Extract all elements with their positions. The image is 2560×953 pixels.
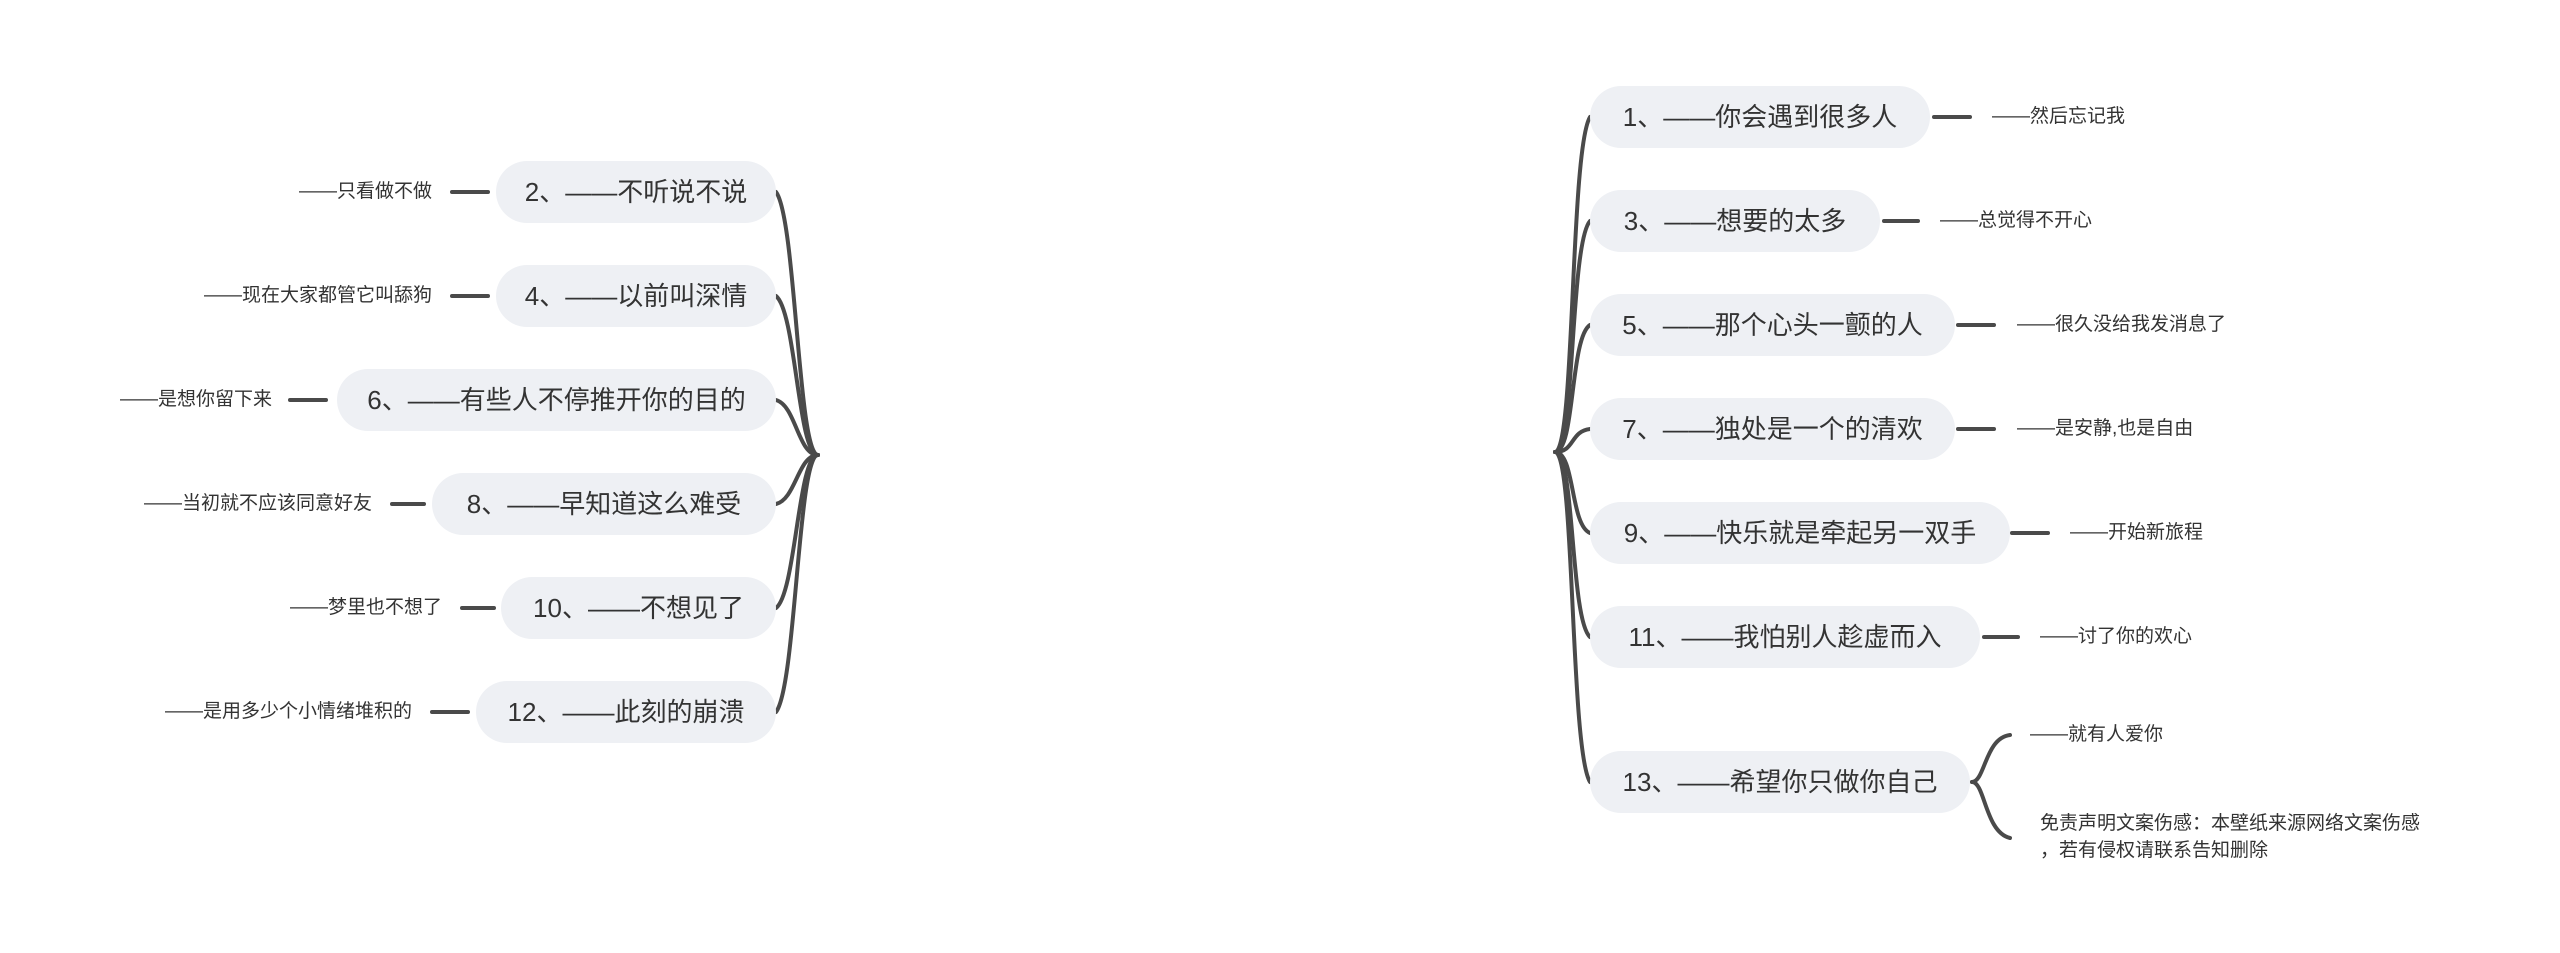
left-connector-6 <box>774 453 820 714</box>
last-branch-fork-top <box>1970 733 2012 784</box>
right-leaf-1: ——然后忘记我 <box>1992 106 2126 127</box>
right-branch-node-1[interactable]: 1、——你会遇到很多人 <box>1590 86 1930 148</box>
right-leaf-7a: ——就有人爱你 <box>2030 724 2164 745</box>
right-branch-node-3[interactable]: 5、——那个心头一颤的人 <box>1590 294 1955 356</box>
left-leaf-2: ——现在大家都管它叫舔狗 <box>203 285 432 306</box>
right-branch-node-2[interactable]: 3、——想要的太多 <box>1590 190 1880 252</box>
left-leaf-5: ——梦里也不想了 <box>289 597 442 618</box>
last-branch-fork-bottom <box>1970 780 2012 840</box>
right-branch-node-7[interactable]: 13、——希望你只做你自己 <box>1590 751 1970 813</box>
central-cloud-shape <box>820 240 1565 665</box>
left-connector-1 <box>774 190 820 457</box>
left-branch-node-3[interactable]: 6、——有些人不停推开你的目的 <box>337 369 776 431</box>
left-branch-node-5[interactable]: 10、——不想见了 <box>501 577 776 639</box>
right-leaf-5: ——开始新旅程 <box>2070 522 2204 543</box>
right-branch-node-6[interactable]: 11、——我怕别人趁虚而入 <box>1590 606 1980 668</box>
left-branch-node-2[interactable]: 4、——以前叫深情 <box>496 265 776 327</box>
right-connector-7 <box>1553 450 1592 784</box>
right-leaf-3: ——很久没给我发消息了 <box>2017 314 2227 335</box>
left-connector-3 <box>774 398 820 457</box>
left-leaf-3: ——是想你留下来 <box>119 389 272 410</box>
right-branch-node-5[interactable]: 9、——快乐就是牵起另一双手 <box>1590 502 2010 564</box>
left-branch-node-4[interactable]: 8、——早知道这么难受 <box>432 473 776 535</box>
left-branch-node-6[interactable]: 12、——此刻的崩溃 <box>476 681 776 743</box>
right-connector-3 <box>1553 323 1592 454</box>
right-branch-node-4[interactable]: 7、——独处是一个的清欢 <box>1590 398 1955 460</box>
left-connector-2 <box>774 294 820 457</box>
left-leaf-4: ——当初就不应该同意好友 <box>143 493 372 514</box>
right-leaf-2: ——总觉得不开心 <box>1940 210 2093 231</box>
right-leaf-4: ——是安静,也是自由 <box>2017 418 2194 439</box>
left-leaf-6: ——是用多少个小情绪堆积的 <box>164 701 412 722</box>
left-branch-node-1[interactable]: 2、——不听说不说 <box>496 161 776 223</box>
disclaimer-line-2: ，若有侵权请联系告知删除 <box>2040 840 2269 861</box>
disclaimer-line-1: 免责声明文案伤感：本壁纸来源网络文案伤感 <box>2040 813 2421 834</box>
left-leaf-1: ——只看做不做 <box>298 181 432 202</box>
right-leaf-6: ——讨了你的欢心 <box>2040 626 2193 647</box>
disclaimer-text: 免责声明文案伤感：本壁纸来源网络文案伤感 ，若有侵权请联系告知删除 <box>2040 810 2500 864</box>
